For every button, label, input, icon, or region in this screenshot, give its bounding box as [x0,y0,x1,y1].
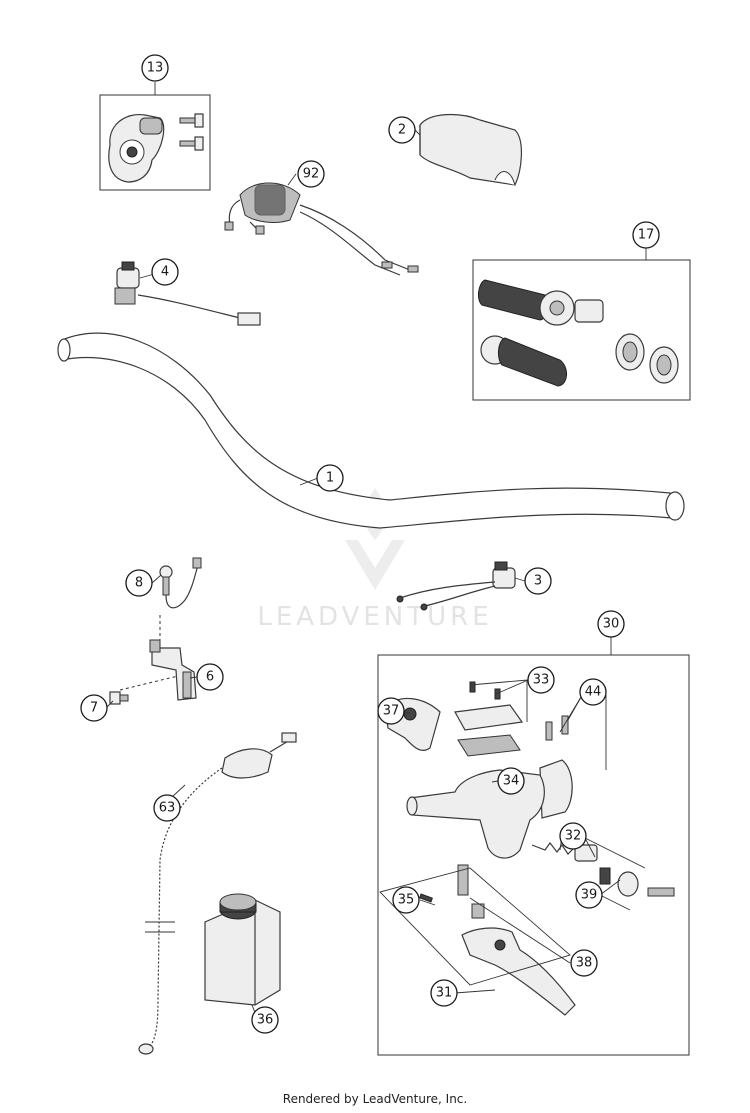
svg-text:4: 4 [161,265,169,280]
callout-7: 7 [80,694,108,722]
svg-text:2: 2 [398,123,406,138]
stop-switch-sensor-part [159,557,202,640]
footer-credit: Rendered by LeadVenture, Inc. [282,1092,468,1106]
svg-text:44: 44 [585,685,602,700]
callout-44: 44 [579,678,607,706]
svg-text:7: 7 [90,701,98,716]
callout-4: 4 [151,258,179,286]
svg-text:37: 37 [383,704,400,719]
svg-text:36: 36 [257,1013,274,1028]
kill-switch-part [114,261,261,326]
svg-text:32: 32 [565,829,582,844]
callout-38: 38 [570,949,598,977]
svg-text:34: 34 [503,774,520,789]
callout-1: 1 [316,464,344,492]
throttle-assembly-part [224,182,419,276]
svg-text:3: 3 [534,574,542,589]
handlebar-pad-part [419,113,522,186]
callout-63: 63 [153,794,181,822]
brake-lever-part [419,864,576,1016]
callout-30: 30 [597,610,625,638]
kit-30-box [377,654,690,1056]
callout-17: 17 [632,221,660,249]
svg-text:8: 8 [135,576,143,591]
callout-36: 36 [251,1006,279,1034]
cable-63-part [138,732,297,1055]
callout-33: 33 [527,666,555,694]
handlebar-part [57,332,685,529]
svg-text:1: 1 [326,471,334,486]
callout-3: 3 [524,567,552,595]
svg-text:35: 35 [398,893,415,908]
screw-7-part [109,691,129,705]
start-button-part [396,561,516,611]
piston-spring-part [531,841,675,897]
svg-text:31: 31 [436,986,453,1001]
fluid-bottle-part [204,893,281,1006]
throttle-rings-part [615,333,679,384]
svg-text:13: 13 [147,61,164,76]
callout-92: 92 [297,160,325,188]
callout-2: 2 [388,116,416,144]
bracket-part [119,639,197,701]
callout-35: 35 [392,886,420,914]
svg-text:92: 92 [303,167,320,182]
svg-text:17: 17 [638,228,655,243]
svg-text:63: 63 [159,801,176,816]
callout-6: 6 [196,663,224,691]
lever-pin-kit-box [379,867,571,986]
callout-13: 13 [141,54,169,82]
callout-31: 31 [430,979,458,1007]
svg-text:33: 33 [533,673,550,688]
reservoir-cap-part [454,681,524,757]
svg-text:6: 6 [206,670,214,685]
screw-pair [179,113,204,151]
callout-32: 32 [559,822,587,850]
grip-upper-part [477,279,604,326]
kit-17-box [472,259,691,401]
callout-39: 39 [575,881,603,909]
watermark-text: LEADVENTURE [257,602,492,632]
callout-8: 8 [125,569,153,597]
callout-37: 37 [377,697,405,725]
svg-text:30: 30 [603,617,620,632]
svg-text:38: 38 [576,956,593,971]
callout-34: 34 [497,767,525,795]
switch-housing-part [108,114,165,183]
grip-lower-part [480,335,567,387]
svg-text:39: 39 [581,888,598,903]
clamp-part [539,715,573,819]
